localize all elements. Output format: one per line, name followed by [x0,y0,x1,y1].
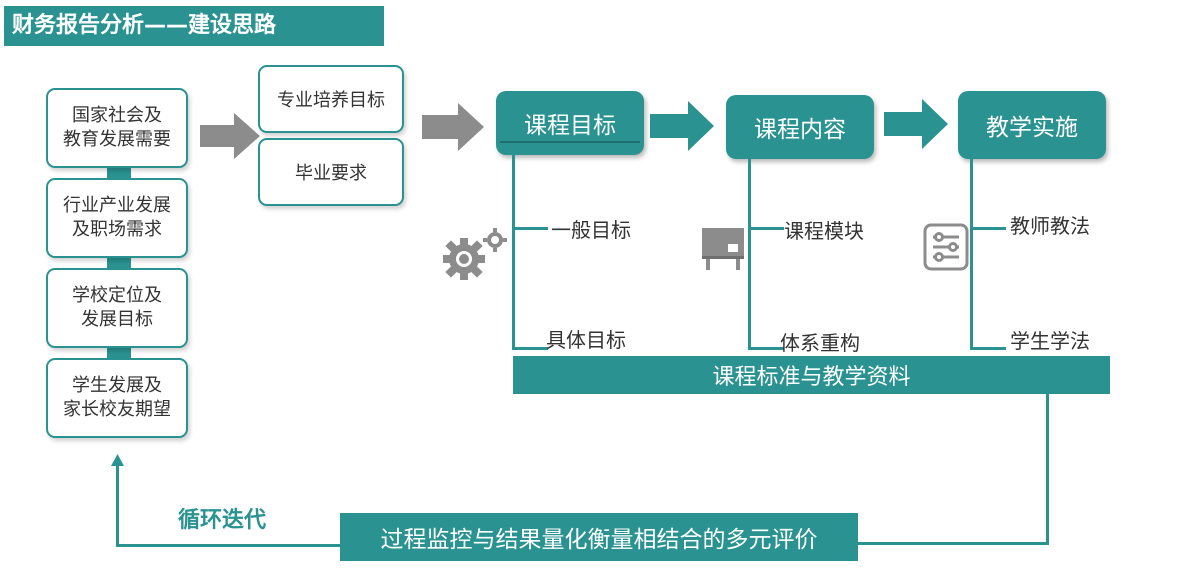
stage-underline [500,141,640,143]
bracket-line [748,347,784,350]
page-title: 财务报告分析——建设思路 [4,6,384,46]
input-connector [107,256,131,270]
bracket-line [748,159,751,350]
box-graduation-req: 毕业要求 [258,138,404,206]
stage-course-goals: 课程目标 [496,91,644,155]
input-connector [107,166,131,180]
bracket-line [970,347,1006,350]
standards-band: 课程标准与教学资料 [513,356,1110,394]
teal-arrow-2 [884,99,948,149]
stage-course-content: 课程内容 [726,95,874,159]
gray-arrow-2 [422,103,484,151]
item-system-rebuild: 体系重构 [780,331,860,355]
item-teacher-method: 教师教法 [1010,214,1090,238]
teal-arrow-1 [650,101,714,151]
input-box-industry: 行业产业发展 及职场需求 [46,178,188,258]
loop-label: 循环迭代 [178,508,267,533]
bracket-line [748,227,784,230]
item-specific-goal: 具体目标 [546,328,626,352]
item-general-goal: 一般目标 [551,218,631,242]
loop-line-bottom-left [116,544,342,547]
bracket-line [970,227,1006,230]
gray-arrow-1 [200,113,260,159]
loop-line-bottom-right [856,542,1049,545]
input-box-students: 学生发展及 家长校友期望 [46,358,188,438]
bracket-line [970,159,973,350]
input-box-society: 国家社会及 教育发展需要 [46,88,188,168]
bracket-line [512,155,515,350]
loop-line-right [1046,394,1049,544]
settings-sliders-icon [923,223,969,271]
stage-teaching: 教学实施 [958,91,1106,159]
bracket-line [512,227,548,230]
input-box-school: 学校定位及 发展目标 [46,268,188,348]
presentation-board-icon [702,228,744,270]
loop-arrowhead [111,454,124,466]
gears-icon [443,228,507,280]
item-course-module: 课程模块 [784,219,864,243]
loop-line-left [116,464,119,547]
box-professional-goal: 专业培养目标 [258,65,404,133]
item-student-method: 学生学法 [1010,329,1090,353]
evaluation-band: 过程监控与结果量化衡量相结合的多元评价 [340,513,858,561]
bracket-line [512,347,548,350]
input-connector [107,346,131,360]
